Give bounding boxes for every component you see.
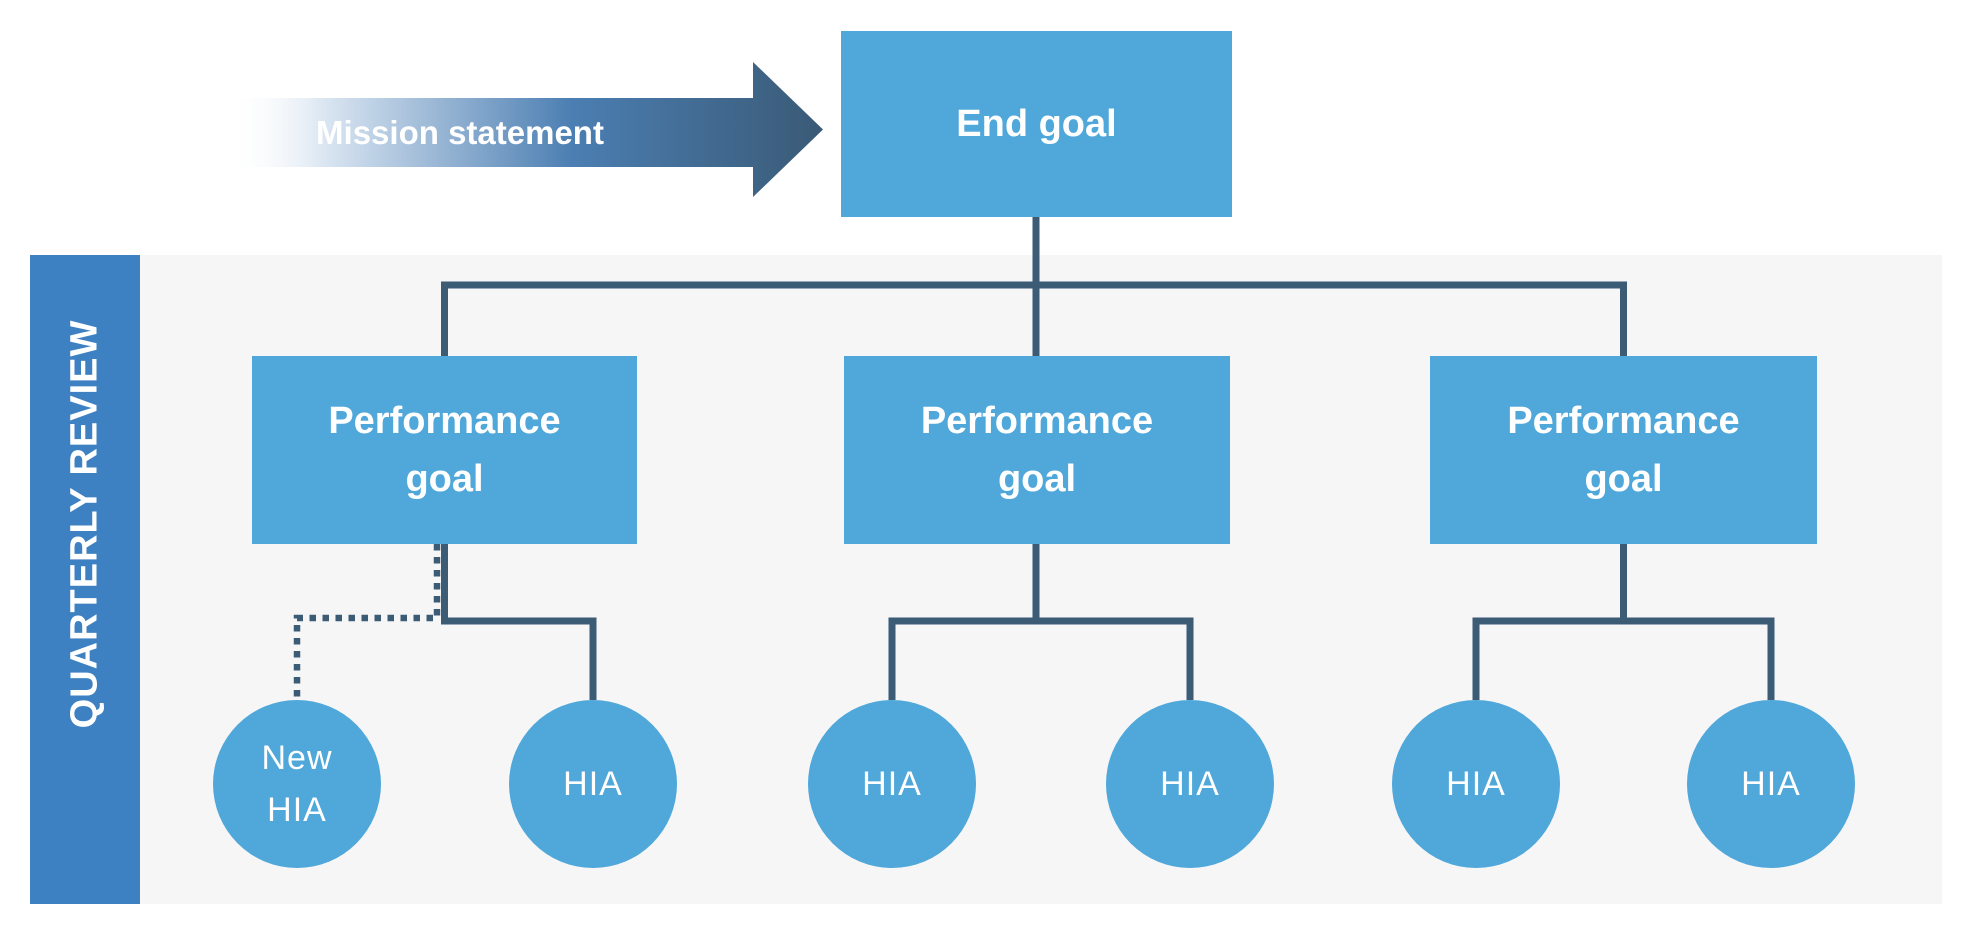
end-goal-node: End goal [841,31,1232,217]
new-hia-label: New HIA [261,739,333,829]
group3-branch-connector [1472,544,1775,700]
hia-label-5: HIA [1741,765,1801,803]
performance-goal-label-1: Performance goal [328,400,561,500]
hia-node-2: HIA [808,700,976,868]
group1-branch-connector [441,544,597,700]
hia-label-1: HIA [563,765,623,803]
dotted-connector-new-hia [293,544,441,700]
main-tree-connector [441,217,1627,356]
hia-label-4: HIA [1446,765,1506,803]
hia-node-4: HIA [1392,700,1560,868]
hia-node-3: HIA [1106,700,1274,868]
performance-goal-label-3: Performance goal [1507,400,1740,500]
performance-goal-label-2: Performance goal [920,400,1154,500]
group2-branch-connector [888,544,1194,700]
performance-goal-node-1: Performance goal [252,356,637,544]
mission-statement-label: Mission statement [316,113,604,151]
performance-goal-node-2: Performance goal [844,356,1230,544]
hia-label-3: HIA [1160,765,1220,803]
hia-label-2: HIA [862,765,922,803]
performance-goal-node-3: Performance goal [1430,356,1817,544]
quarterly-review-band [30,255,140,904]
mission-arrow-shape [228,62,823,197]
hia-node-5: HIA [1687,700,1855,868]
new-hia-node: New HIA [213,700,381,868]
hia-node-1: HIA [509,700,677,868]
